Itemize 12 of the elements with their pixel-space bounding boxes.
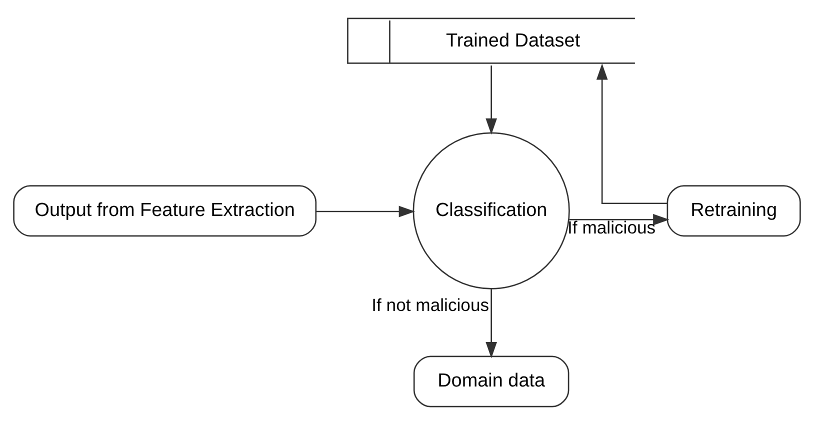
node-box: Output from Feature Extraction — [13, 185, 317, 237]
edge-label: If malicious — [568, 218, 656, 238]
arrow — [316, 206, 416, 218]
edge-label: If not malicious — [372, 295, 490, 316]
arrow — [569, 214, 670, 226]
arrow — [596, 63, 668, 204]
node-box: Domain data — [413, 356, 570, 408]
arrow — [486, 66, 498, 135]
arrow — [486, 289, 498, 358]
node-circle: Classification — [412, 132, 570, 290]
node-text: Trained Dataset — [446, 30, 580, 52]
node-box: Retraining — [666, 185, 801, 237]
